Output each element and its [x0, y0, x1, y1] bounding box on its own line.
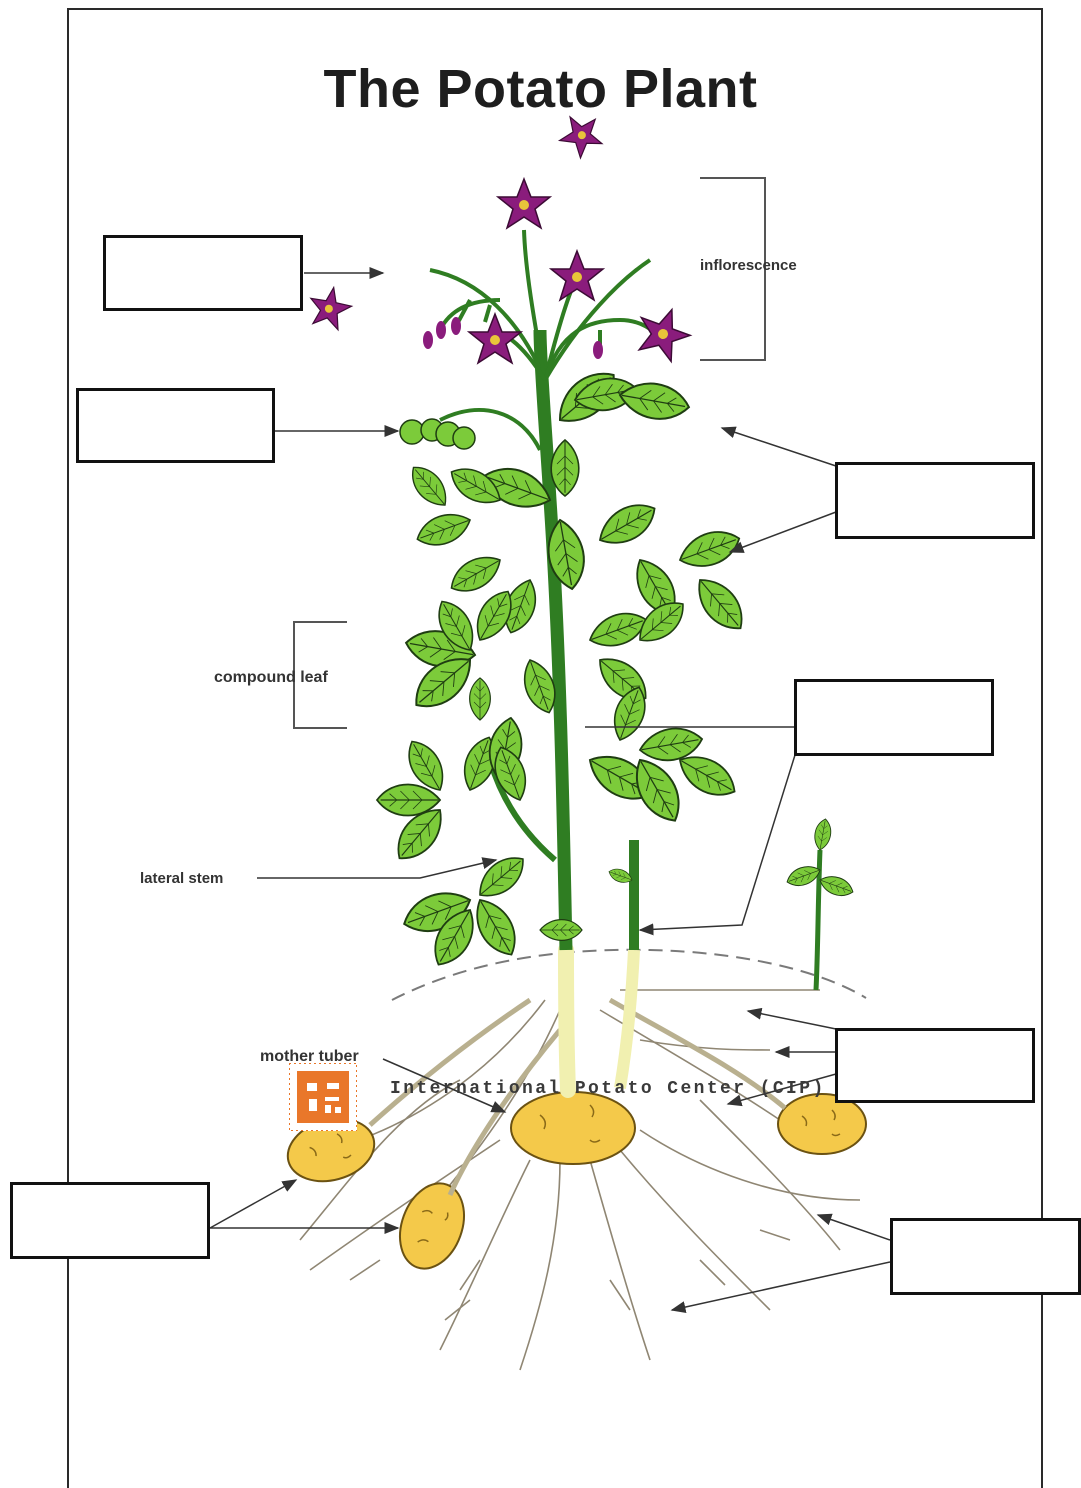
answer-box-berry[interactable] — [76, 388, 275, 463]
answer-box-stolon[interactable] — [835, 1028, 1035, 1103]
tuber-lower — [389, 1174, 475, 1277]
inflorescence-label: inflorescence — [700, 257, 797, 274]
compound-leaf-label: compound leaf — [214, 669, 328, 686]
mother-tuber — [511, 1092, 635, 1164]
answer-box-leaflet[interactable] — [835, 462, 1035, 539]
root-system — [300, 990, 860, 1370]
answer-box-roots[interactable] — [890, 1218, 1081, 1295]
underground-stem — [566, 950, 568, 1090]
leaves — [377, 362, 856, 973]
second-stem-base — [620, 950, 634, 1088]
answer-box-stem[interactable] — [794, 679, 994, 756]
lateral-stem-label: lateral stem — [140, 870, 223, 887]
tuber-right — [778, 1094, 866, 1154]
berries — [400, 419, 475, 449]
cip-logo — [289, 1063, 357, 1131]
answer-box-tuber[interactable] — [10, 1182, 210, 1259]
answer-box-flower[interactable] — [103, 235, 303, 311]
footer-org-name: International Potato Center (CIP) — [390, 1079, 826, 1099]
flowers — [300, 106, 696, 365]
